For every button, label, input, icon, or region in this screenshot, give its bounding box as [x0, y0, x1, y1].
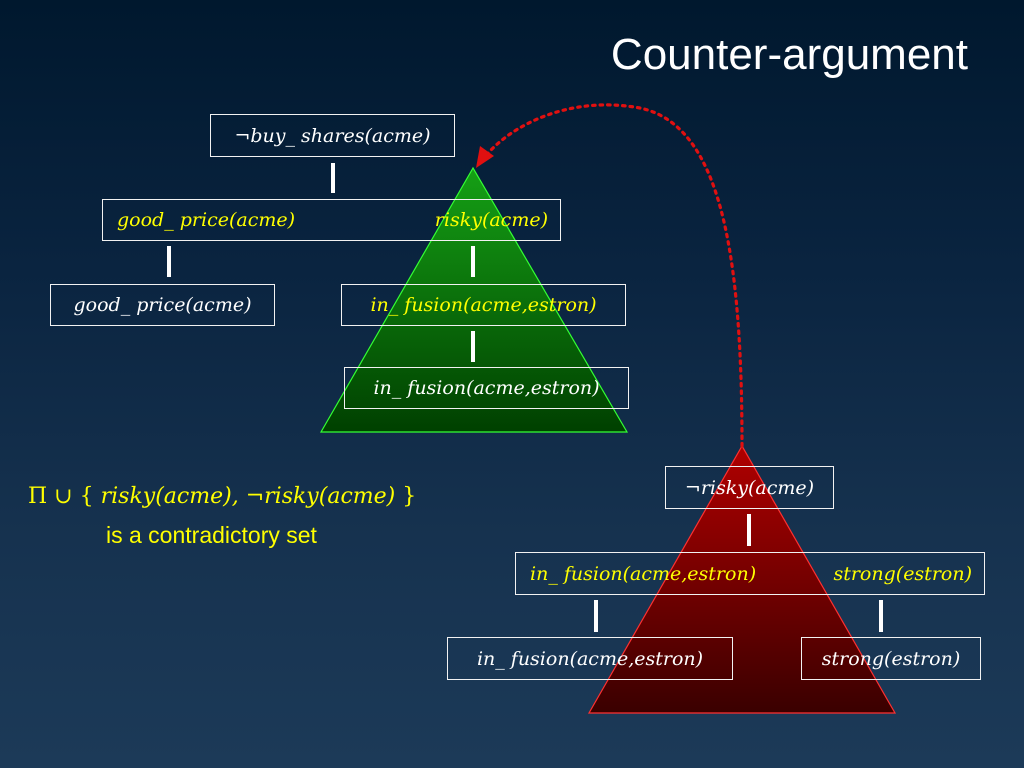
argument-premises-box: good_ price(acme) risky(acme): [102, 199, 561, 241]
formula-term-risky: risky(acme),: [100, 484, 239, 509]
formula-suffix: }: [402, 484, 417, 509]
argument-root-label: ¬buy_ shares(acme): [234, 124, 431, 147]
argument-right-node-label: in_ fusion(acme,estron): [370, 294, 597, 316]
argument-right-node-box: in_ fusion(acme,estron): [341, 284, 626, 326]
counter-root-box: ¬risky(acme): [665, 466, 834, 509]
formula-prefix: Π ∪ {: [28, 484, 94, 509]
counter-right-leaf-label: strong(estron): [821, 647, 961, 670]
argument-root-box: ¬buy_ shares(acme): [210, 114, 455, 157]
attack-arrow: [482, 103, 744, 448]
counter-premises-box: in_ fusion(acme,estron) strong(estron): [515, 552, 985, 595]
contradiction-caption: is a contradictory set: [106, 522, 317, 548]
counter-left-leaf-label: in_ fusion(acme,estron): [476, 647, 704, 670]
red-triangle: [587, 444, 897, 714]
argument-left-leaf-label: good_ price(acme): [73, 294, 252, 316]
green-triangle: [319, 166, 629, 433]
counter-right-leaf-box: strong(estron): [801, 637, 981, 680]
counter-root-label: ¬risky(acme): [684, 476, 815, 499]
counter-premise-strong: strong(estron): [833, 562, 972, 585]
formula-term-not-risky: ¬risky(acme): [245, 484, 396, 509]
counter-left-leaf-box: in_ fusion(acme,estron): [447, 637, 733, 680]
argument-right-leaf-label: in_ fusion(acme,estron): [373, 377, 600, 399]
contradiction-formula: Π ∪ { risky(acme), ¬risky(acme) }: [28, 484, 416, 509]
argument-premise-risky: risky(acme): [434, 209, 548, 231]
argument-right-leaf-box: in_ fusion(acme,estron): [344, 367, 629, 409]
argument-premise-good-price: good_ price(acme): [117, 209, 296, 231]
slide-title: Counter-argument: [610, 30, 968, 79]
attack-arrowhead: [476, 146, 494, 168]
counter-premise-in-fusion: in_ fusion(acme,estron): [530, 562, 757, 585]
argument-left-leaf-box: good_ price(acme): [50, 284, 275, 326]
